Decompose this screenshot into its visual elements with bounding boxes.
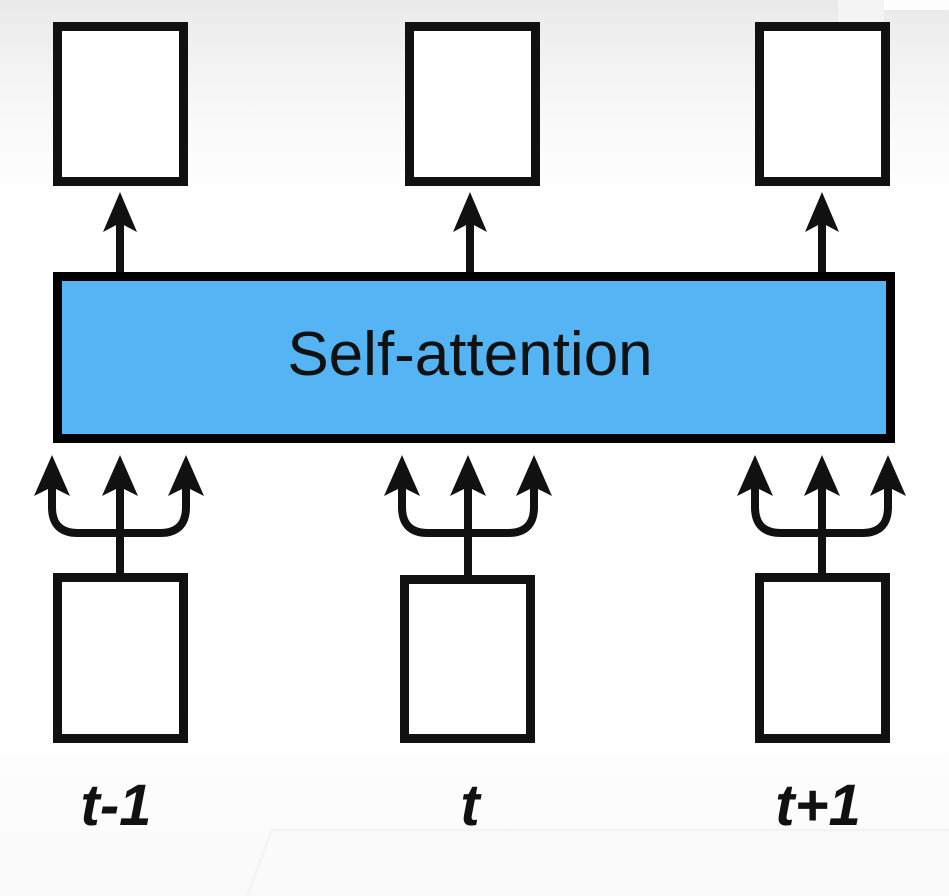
timestep-label-t-minus-1: t-1: [81, 773, 152, 838]
timestep-label-t: t: [460, 773, 482, 838]
timestep-label-t-plus-1: t+1: [775, 773, 860, 838]
input-box-t-plus-1[interactable]: [755, 573, 890, 743]
input-box-t-minus-1[interactable]: [53, 573, 188, 743]
fanout-t: [384, 455, 552, 575]
output-box-t[interactable]: [405, 22, 540, 186]
fanout-t-plus-1: [737, 455, 906, 573]
self-attention-label: Self-attention: [287, 320, 652, 389]
output-arrow-t-minus-1: [103, 192, 137, 272]
slide-edge-artifact: [245, 828, 949, 896]
output-arrow-t-plus-1: [805, 192, 839, 272]
self-attention-rect: [53, 272, 895, 443]
column-t-minus-1: t-1: [34, 22, 204, 838]
self-attention-block[interactable]: Self-attention: [53, 272, 895, 443]
output-box-t-plus-1[interactable]: [755, 22, 890, 186]
output-box-t-minus-1[interactable]: [53, 22, 188, 186]
fanout-t-minus-1: [34, 455, 204, 573]
input-box-t[interactable]: [400, 575, 535, 743]
column-t: t: [384, 22, 552, 838]
column-t-plus-1: t+1: [737, 22, 906, 838]
output-arrow-t: [453, 192, 487, 272]
